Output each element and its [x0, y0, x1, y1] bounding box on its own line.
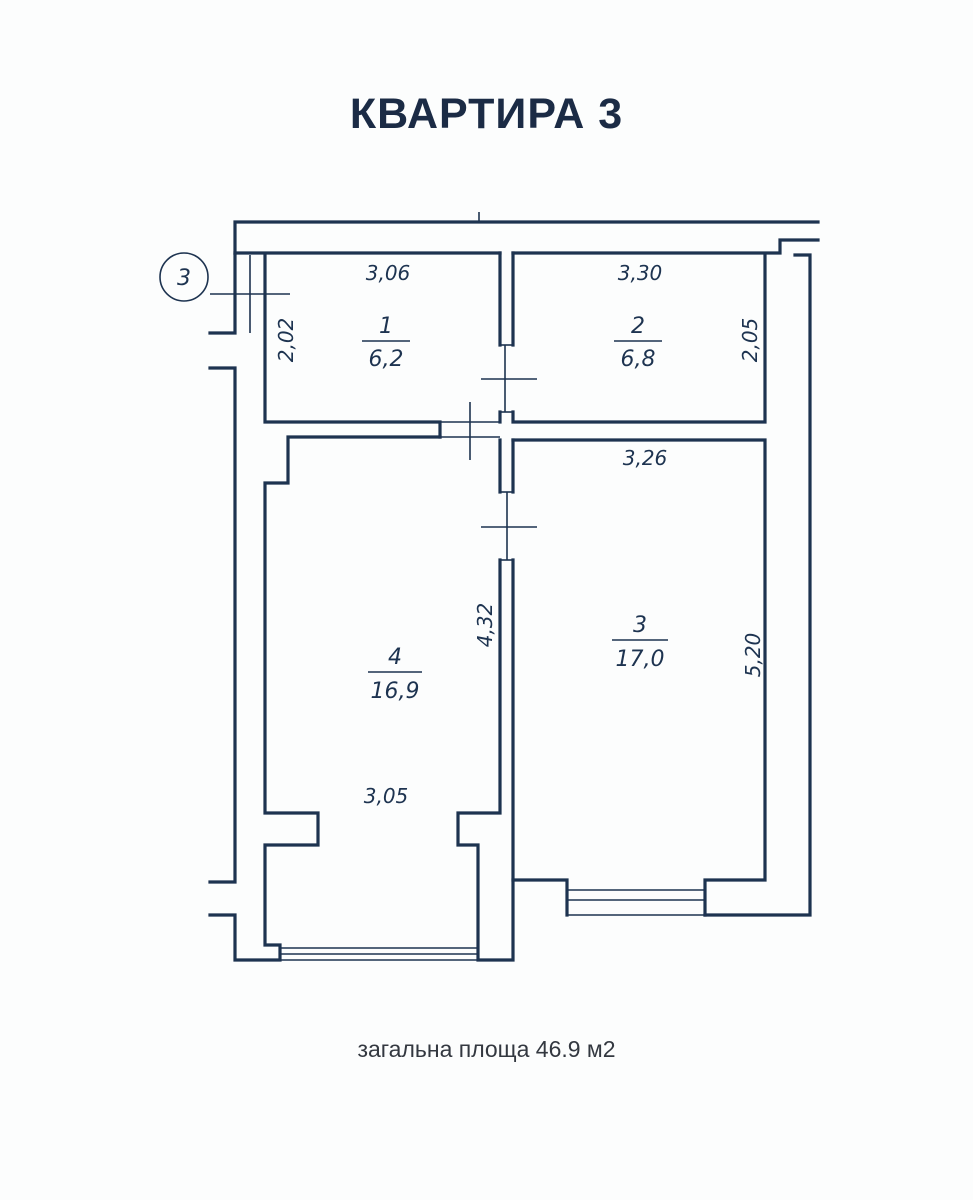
- room-4-walls: [456, 558, 569, 962]
- outer-left-wall: [208, 253, 237, 884]
- room-area: 6,2: [369, 347, 404, 372]
- room-area: 6,8: [621, 347, 656, 372]
- axis-marker-label: 3: [177, 266, 191, 291]
- partition-walls: [208, 435, 767, 962]
- dim-room-2-width: 3,30: [618, 261, 663, 285]
- room-area: 16,9: [371, 679, 420, 704]
- dim-room-4-width: 3,05: [364, 784, 409, 808]
- axis-marker: 3: [159, 252, 290, 333]
- room-number: 1: [379, 314, 393, 339]
- room-4-label: 4 16,9: [368, 645, 422, 704]
- window-room-4: [280, 947, 478, 961]
- room-1-label: 1 6,2: [362, 314, 410, 372]
- dim-room-2-height: 2,05: [738, 318, 762, 363]
- room-3-label: 3 17,0: [612, 613, 668, 672]
- room-number: 4: [388, 645, 402, 670]
- dim-room-3-width: 3,26: [623, 446, 668, 470]
- outer-right-wall: [703, 253, 812, 917]
- room-1-walls: [263, 251, 502, 439]
- dim-room-3-height: 5,20: [741, 633, 765, 678]
- room-2-label: 2 6,8: [614, 314, 662, 372]
- dim-room-1-width: 3,06: [366, 261, 411, 285]
- dim-room-4-height: 4,32: [473, 603, 497, 648]
- outer-top-wall: [233, 212, 820, 255]
- dim-room-1-height: 2,02: [274, 318, 298, 363]
- room-number: 2: [631, 314, 645, 339]
- room-2-walls: [511, 251, 767, 424]
- total-area-caption: загальна площа 46.9 м2: [357, 1036, 616, 1062]
- window-room-3: [567, 889, 705, 916]
- room-area: 17,0: [616, 647, 665, 672]
- page-title: КВАРТИРА 3: [349, 90, 624, 138]
- room-number: 3: [633, 613, 647, 638]
- door-markers: [440, 344, 537, 561]
